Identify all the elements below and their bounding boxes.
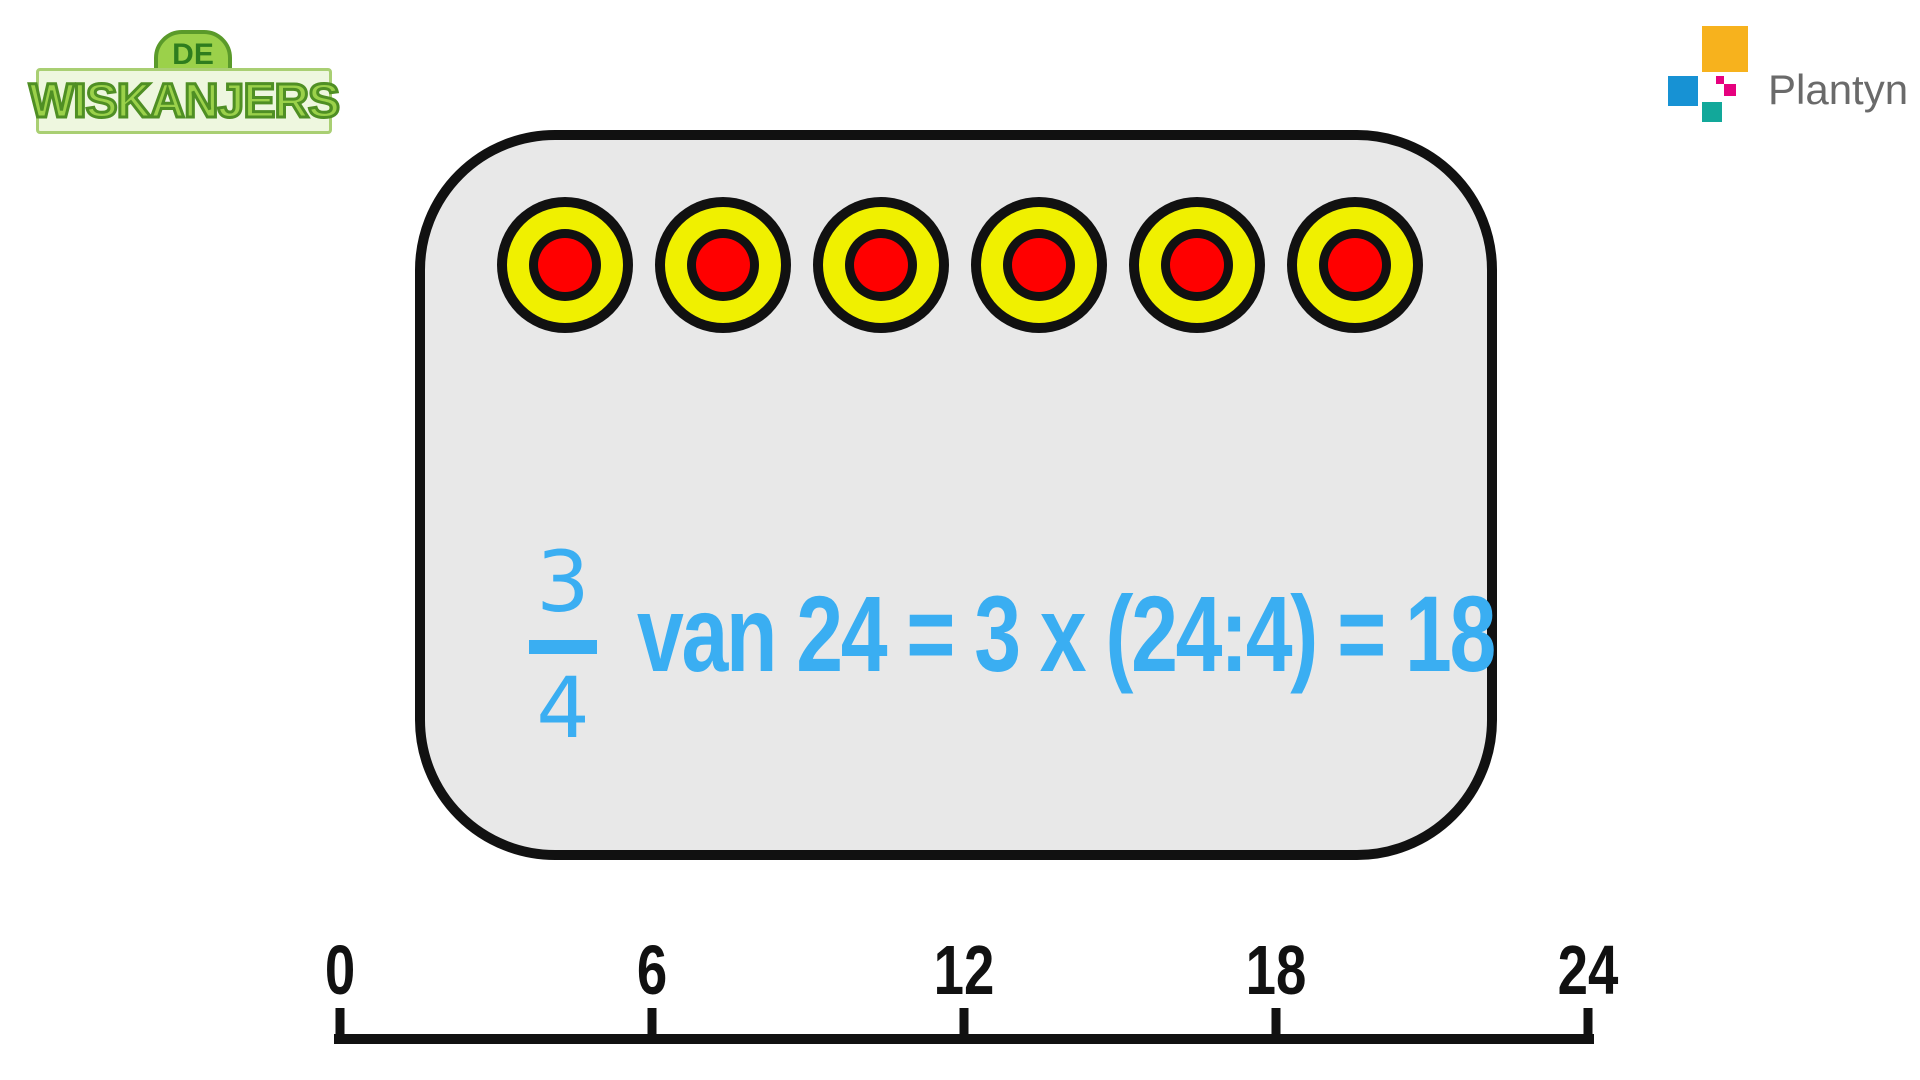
- tick-label: 0: [324, 931, 356, 1009]
- logo-square-teal: [1702, 102, 1722, 122]
- fraction-bar: [529, 640, 597, 654]
- fraction: 3 4: [525, 540, 601, 760]
- tick-mark: [959, 1008, 969, 1040]
- counter-4: [971, 197, 1107, 333]
- plantyn-logo: Plantyn: [1668, 26, 1908, 126]
- number-line: 0 6 12 18 24: [320, 930, 1620, 1070]
- counter-2: [655, 197, 791, 333]
- tick-mark: [1583, 1008, 1593, 1040]
- fraction-numerator: 3: [536, 533, 590, 631]
- logo-square-blue: [1668, 76, 1698, 106]
- counter-6: [1287, 197, 1423, 333]
- counter-3: [813, 197, 949, 333]
- counter-1: [497, 197, 633, 333]
- plantyn-brand-text: Plantyn: [1768, 66, 1909, 113]
- fraction-denominator: 4: [536, 659, 590, 757]
- tick-mark: [335, 1008, 345, 1040]
- counter-5: [1129, 197, 1265, 333]
- logo-square-pink-small: [1716, 76, 1724, 84]
- counters-row: [497, 197, 1423, 333]
- tick-label: 12: [933, 931, 995, 1009]
- tick-label: 18: [1245, 931, 1307, 1009]
- exercise-card: 3 4 van 24 = 3 x (24:4) = 18: [415, 130, 1497, 860]
- logo-wiskanjers-text: WISKANJERS: [27, 68, 342, 134]
- tick-mark: [647, 1008, 657, 1040]
- equation-text: van 24 = 3 x (24:4) = 18: [637, 573, 1496, 694]
- logo-square-pink: [1724, 84, 1736, 96]
- logo-square-orange: [1702, 26, 1748, 72]
- wiskanjers-logo: DE WISKANJERS: [27, 18, 342, 134]
- tick-mark: [1271, 1008, 1281, 1040]
- tick-label: 6: [636, 931, 668, 1009]
- tick-label: 24: [1557, 931, 1619, 1009]
- equation: 3 4 van 24 = 3 x (24:4) = 18: [525, 540, 1496, 760]
